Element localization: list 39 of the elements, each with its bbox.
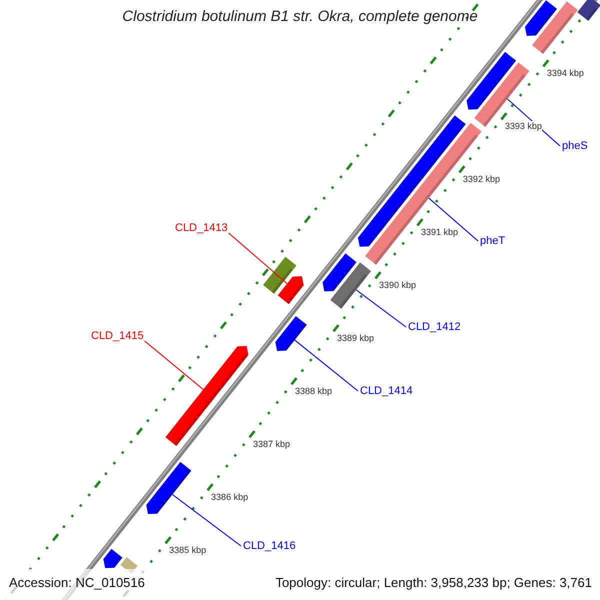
leader-line: [428, 198, 478, 242]
tick-label: 3389 kbp: [336, 333, 374, 344]
tick-label: 3391 kbp: [420, 227, 458, 238]
gene-feature: [532, 1, 578, 54]
tick-label: 3387 kbp: [253, 439, 290, 450]
gene-feature: [275, 316, 307, 351]
gene-label: CLD_1413: [175, 222, 228, 234]
gene-feature: [103, 548, 122, 568]
tick-label: 3388 kbp: [295, 386, 332, 396]
gene-feature: [330, 262, 372, 309]
gene-feature: [365, 122, 482, 265]
tick-label: 3390 kbp: [378, 280, 416, 290]
gene-feature: [466, 52, 516, 110]
leader-line: [294, 340, 358, 392]
gene-label: CLD_1414: [360, 385, 413, 397]
leader-line: [356, 289, 406, 328]
tick-label: 3386 kbp: [211, 492, 248, 502]
tick-label: 3393 kbp: [504, 121, 542, 132]
leader-line: [228, 232, 288, 284]
map-title: Clostridium botulinum B1 str. Okra, complete genome: [122, 8, 478, 25]
leader-line: [172, 494, 242, 546]
tick-label: 3385 kbp: [169, 545, 206, 556]
gene-feature: [146, 462, 192, 514]
gene-label: CLD_1415: [91, 330, 144, 342]
gene-feature: [524, 0, 558, 36]
gene-label: CLD_1416: [243, 540, 296, 552]
gene-label: CLD_1412: [408, 321, 461, 333]
gene-label: pheS: [562, 140, 588, 152]
gene-feature: [278, 276, 304, 304]
tick-label: 3394 kbp: [546, 68, 584, 78]
tick-label: 3392 kbp: [462, 174, 500, 184]
leader-line: [144, 340, 204, 390]
gene-label: pheT: [480, 235, 506, 247]
gene-feature: [165, 346, 248, 446]
genome-info-text: Topology: circular; Length: 3,958,233 bp; Genes: 3,761: [275, 575, 592, 590]
accession-text: Accession: NC_010516: [9, 575, 145, 590]
gene-feature: [322, 253, 356, 292]
gene-feature: [577, 0, 600, 21]
gene-feature: [263, 256, 296, 294]
